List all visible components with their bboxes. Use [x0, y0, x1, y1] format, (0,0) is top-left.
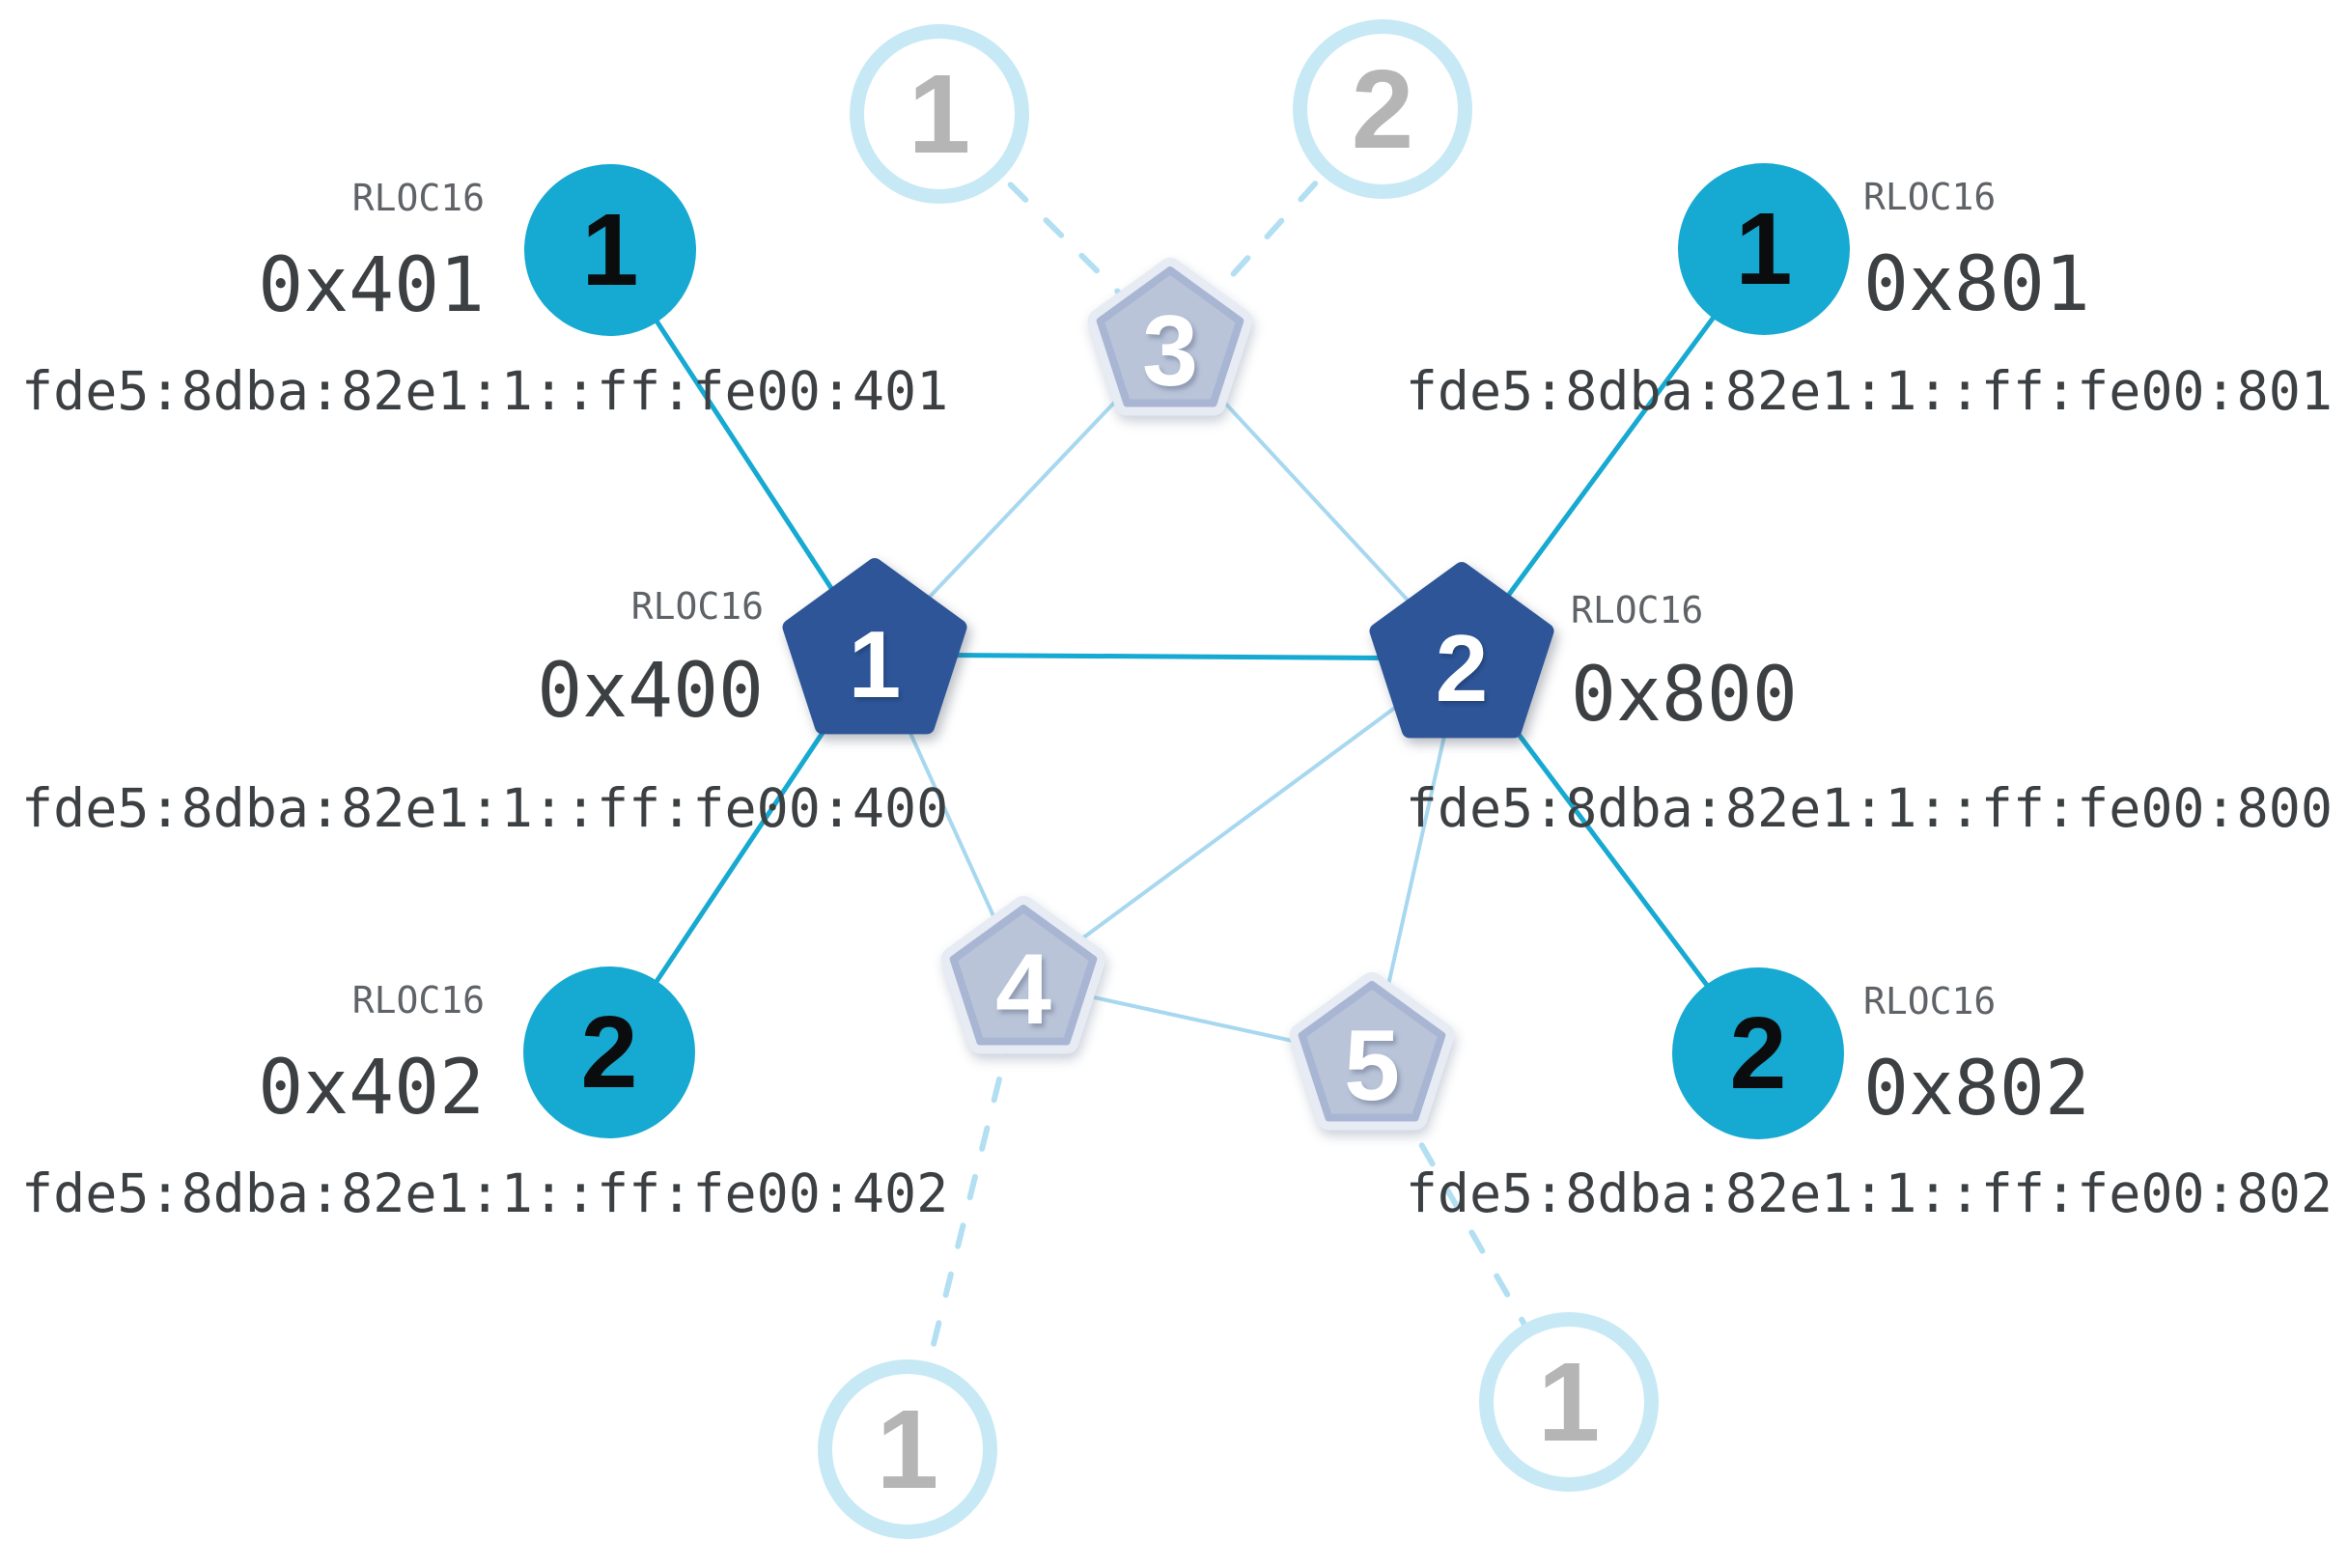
- inactive-child-number: 2: [1351, 46, 1414, 172]
- pentagon-shape: [782, 558, 967, 735]
- rloc16-caption: RLOC16: [351, 979, 485, 1022]
- leader-number: 2: [1435, 615, 1489, 721]
- inactive-child-node-bottom-right[interactable]: 1: [1479, 1312, 1659, 1492]
- leader-router-node-1[interactable]: 1: [769, 548, 981, 761]
- router-node-4[interactable]: 4: [927, 885, 1120, 1078]
- rloc16-value: 0x401: [258, 242, 485, 329]
- pentagon-shape: [940, 896, 1106, 1054]
- rloc16-value: 0x800: [1571, 652, 1798, 739]
- child-node-402[interactable]: 2: [523, 966, 695, 1138]
- rloc16-caption: RLOC16: [1863, 980, 1997, 1022]
- inactive-child-node-top-2[interactable]: 2: [1293, 19, 1472, 199]
- rloc16-caption: RLOC16: [1863, 176, 1997, 218]
- edge-router1-router2: [874, 652, 1463, 661]
- router-node-5[interactable]: 5: [1275, 962, 1468, 1155]
- router-number: 5: [1344, 1010, 1400, 1122]
- rloc16-value: 0x402: [258, 1045, 485, 1132]
- leader-router-node-2[interactable]: 2: [1356, 552, 1568, 765]
- child-number: 1: [1735, 192, 1793, 306]
- pentagon-shape: [1369, 562, 1554, 739]
- ipv6-address: fde5:8dba:82e1:1::ff:fe00:402: [21, 1162, 949, 1224]
- rloc16-caption: RLOC16: [630, 585, 764, 628]
- child-number: 2: [580, 995, 638, 1109]
- rloc16-value: 0x801: [1863, 241, 2090, 328]
- router-number: 3: [1142, 295, 1198, 407]
- rloc16-value: 0x400: [537, 648, 764, 735]
- inactive-child-node-bottom-left[interactable]: 1: [818, 1359, 997, 1539]
- rloc16-value: 0x802: [1863, 1046, 2090, 1133]
- inactive-child-node-top-1[interactable]: 1: [850, 24, 1029, 204]
- inactive-child-number: 1: [908, 51, 971, 177]
- rloc16-caption: RLOC16: [1571, 589, 1704, 631]
- router-number: 4: [995, 934, 1051, 1046]
- edge-router2-router4: [1021, 657, 1464, 984]
- inactive-child-number: 1: [876, 1386, 939, 1512]
- ipv6-address: fde5:8dba:82e1:1::ff:fe00:401: [21, 360, 949, 422]
- pentagon-shape: [1087, 258, 1253, 416]
- child-node-401[interactable]: 1: [524, 164, 696, 336]
- rloc16-caption: RLOC16: [351, 177, 485, 219]
- child-number: 2: [1729, 996, 1787, 1110]
- ipv6-address: fde5:8dba:82e1:1::ff:fe00:400: [21, 777, 949, 839]
- ipv6-address: fde5:8dba:82e1:1::ff:fe00:802: [1405, 1162, 2333, 1224]
- router-node-3[interactable]: 3: [1074, 247, 1267, 440]
- child-node-802[interactable]: 2: [1672, 967, 1844, 1139]
- pentagon-shape: [1289, 972, 1455, 1131]
- child-number: 1: [581, 193, 639, 307]
- ipv6-address: fde5:8dba:82e1:1::ff:fe00:801: [1405, 360, 2333, 422]
- inactive-child-number: 1: [1537, 1339, 1601, 1465]
- child-node-801[interactable]: 1: [1678, 163, 1850, 335]
- leader-number: 1: [848, 611, 902, 717]
- ipv6-address: fde5:8dba:82e1:1::ff:fe00:800: [1405, 777, 2333, 839]
